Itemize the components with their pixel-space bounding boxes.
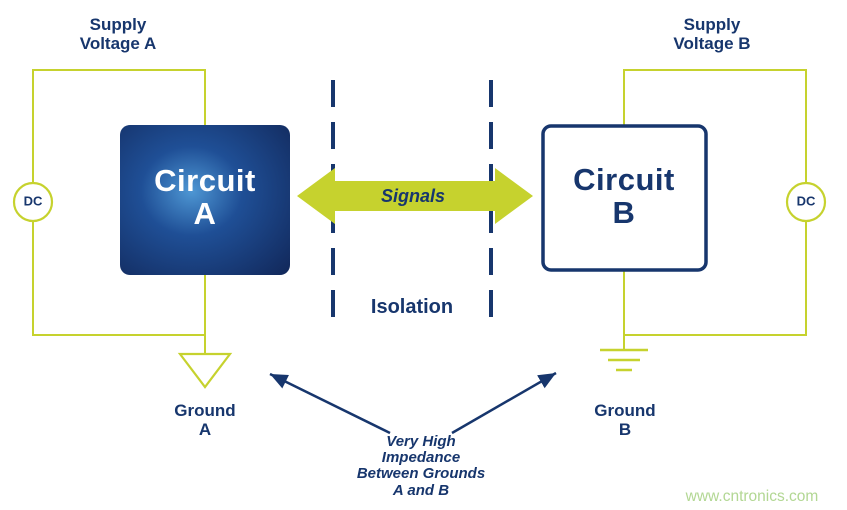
dc-source-left-label: DC — [23, 193, 43, 209]
impedance-arrow-left — [269, 372, 391, 435]
wire-right-top — [623, 69, 807, 183]
signals-label: Signals — [380, 185, 446, 206]
wire-left-bottom — [32, 221, 205, 336]
supply-voltage-b-line1: Supply — [683, 15, 741, 34]
dc-source-right-circle — [785, 181, 827, 223]
ground-b-symbol — [600, 348, 648, 372]
watermark: www.cntronics.com — [685, 488, 819, 505]
circuit-b-line1: Circuit — [573, 162, 675, 197]
impedance-note-line4: A and B — [392, 481, 450, 499]
wire-right-bottom — [624, 221, 807, 336]
circuit-a-line1: Circuit — [154, 163, 256, 198]
ground-a-label: Ground A — [174, 401, 235, 439]
isolation-label: Isolation — [370, 296, 454, 318]
supply-voltage-a-label: Supply Voltage A — [80, 15, 157, 53]
impedance-note-line1: Very High — [386, 433, 456, 450]
supply-voltage-a-line2: Voltage A — [79, 34, 157, 54]
ground-a-symbol — [177, 352, 233, 389]
impedance-note-line2: Impedance — [381, 449, 461, 467]
ground-b-line2: B — [618, 420, 632, 440]
supply-voltage-b-label: Supply Voltage B — [673, 15, 750, 53]
ground-b-line1: Ground — [594, 401, 656, 420]
circuit-b-label: Circuit B — [573, 162, 675, 230]
signals-arrow — [297, 168, 533, 224]
supply-voltage-a-line1: Supply — [89, 15, 147, 34]
ground-a-line2: A — [198, 420, 212, 440]
dc-source-right-label: DC — [796, 193, 816, 209]
impedance-note-line3: Between Grounds — [356, 465, 486, 483]
circuit-a-box — [120, 125, 290, 275]
impedance-arrow-right — [451, 371, 557, 435]
circuit-b-box — [541, 124, 708, 272]
supply-voltage-b-line2: Voltage B — [673, 34, 751, 54]
impedance-note: Very High Impedance Between Grounds A an… — [356, 433, 486, 499]
ground-b-label: Ground B — [594, 401, 655, 439]
dc-source-left-circle — [12, 181, 54, 223]
circuit-a-label: Circuit A — [154, 163, 256, 231]
wire-left-top — [32, 69, 206, 183]
circuit-b-line2: B — [612, 194, 636, 230]
circuit-a-line2: A — [193, 195, 217, 231]
ground-a-line1: Ground — [174, 401, 236, 420]
